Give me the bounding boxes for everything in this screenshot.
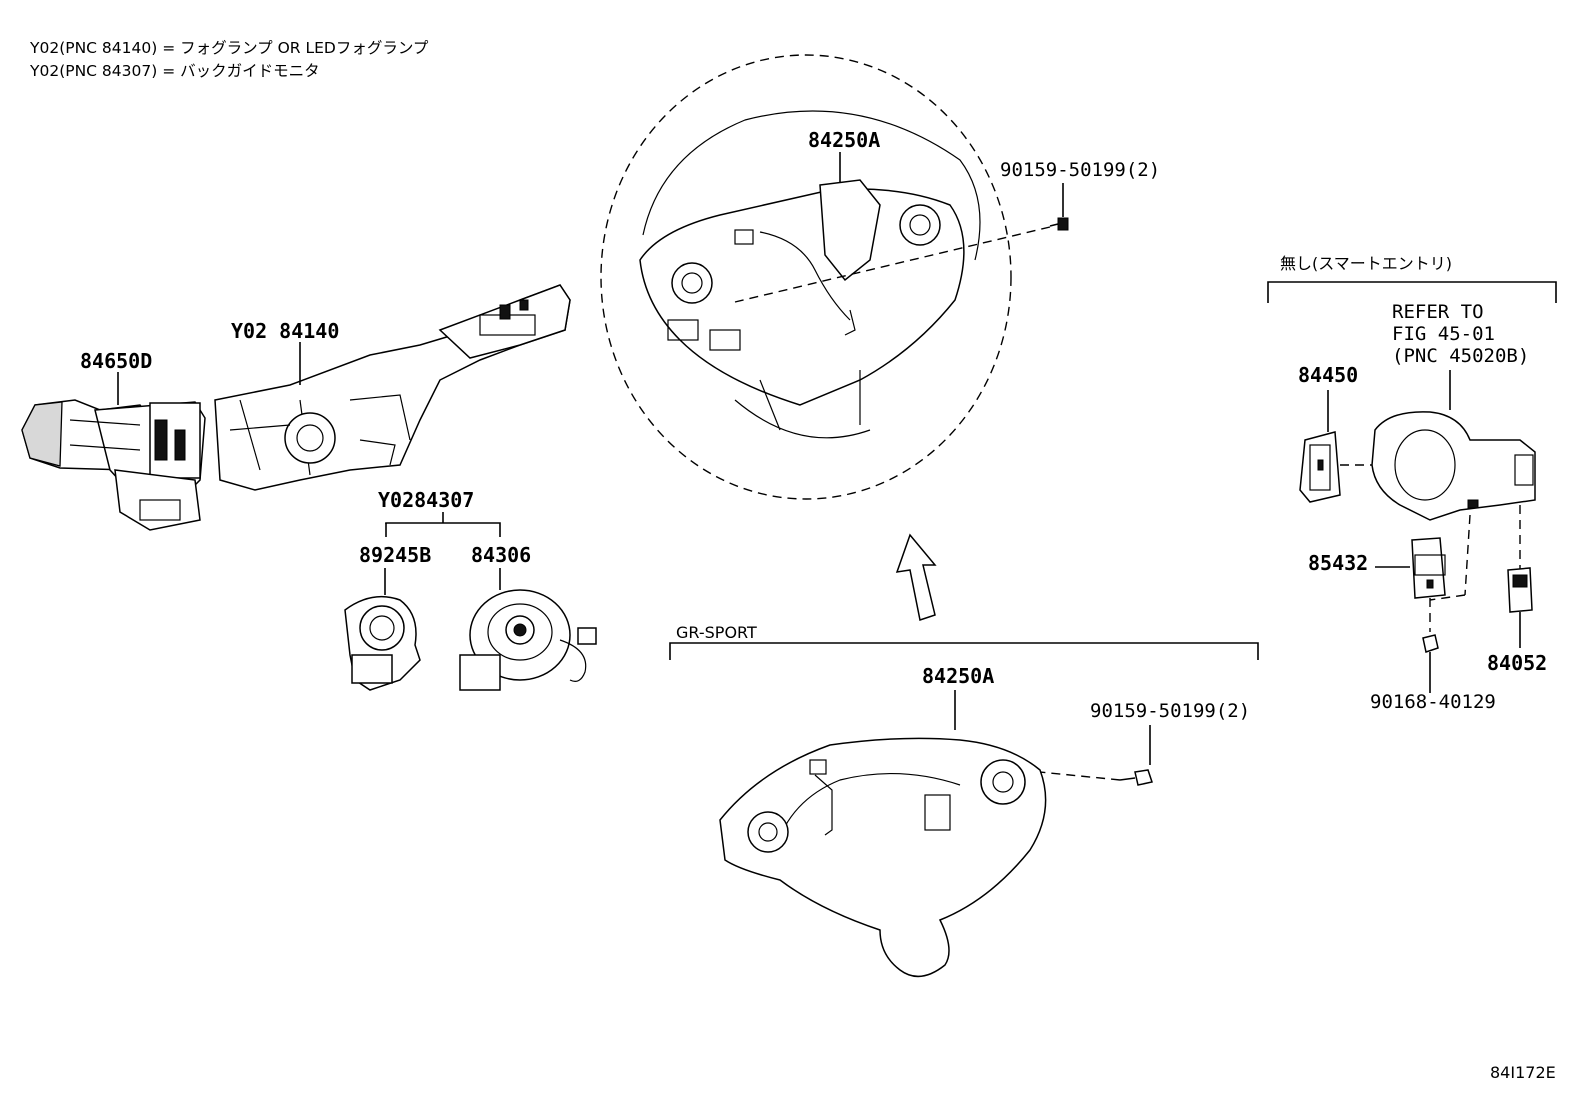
label-84306: 84306 (471, 543, 531, 567)
screw-90168-icon (1422, 634, 1439, 653)
label-refer-to: REFER TO (1392, 301, 1484, 323)
figure-code: 84I172E (1490, 1063, 1556, 1082)
note-fog-lamp: Y02(PNC 84140) = フォグランプ OR LEDフォグランプ (29, 39, 429, 57)
bolt-top-illustration (1049, 217, 1069, 231)
combination-switch-illustration (214, 284, 571, 491)
link-85432-b (1429, 594, 1466, 601)
ignition-lock-cylinder-illustration (1371, 411, 1536, 521)
label-bolt-bottom: 90159-50199(2) (1090, 700, 1250, 722)
transponder-amplifier-illustration (1299, 431, 1341, 503)
arrow-icon (895, 533, 937, 621)
steering-wheel-top-illustration (600, 54, 1012, 500)
note-back-guide-monitor: Y02(PNC 84307) = バックガイドモニタ (29, 62, 320, 80)
label-84450: 84450 (1298, 363, 1358, 387)
label-84250A-top: 84250A (808, 128, 880, 152)
connector-84052-illustration (1507, 567, 1533, 613)
bolt-line-top (734, 226, 1051, 303)
label-89245B: 89245B (359, 543, 431, 567)
label-Y0284307: Y0284307 (378, 488, 474, 512)
label-bolt-top: 90159-50199(2) (1000, 159, 1160, 181)
label-84052: 84052 (1487, 651, 1547, 675)
bolt-line-bottom (999, 767, 1121, 781)
label-refer-fig: FIG 45-01 (1392, 323, 1495, 345)
label-refer-pnc: (PNC 45020B) (1392, 345, 1529, 367)
label-90168: 90168-40129 (1370, 691, 1496, 713)
bracket-no-smart-entry (1267, 281, 1557, 303)
label-y02-84140: Y02 84140 (231, 319, 339, 343)
spiral-cable-illustration (459, 589, 597, 691)
key-unlock-warning-switch-illustration (1411, 537, 1446, 599)
steering-sensor-illustration (344, 595, 421, 691)
bracket-Y0284307 (385, 522, 501, 537)
label-84250A-bottom: 84250A (922, 664, 994, 688)
headlight-switch-illustration (21, 399, 206, 531)
label-gr-sport: GR-SPORT (676, 623, 757, 642)
label-84650D: 84650D (80, 349, 152, 373)
bracket-gr-sport (669, 642, 1259, 660)
label-no-smart-entry: 無し(スマートエントリ) (1280, 254, 1452, 273)
link-85432-a (1464, 514, 1471, 596)
bolt-bottom-illustration (1119, 769, 1153, 786)
label-85432: 85432 (1308, 551, 1368, 575)
steering-wheel-gr-sport-illustration (719, 737, 1047, 978)
